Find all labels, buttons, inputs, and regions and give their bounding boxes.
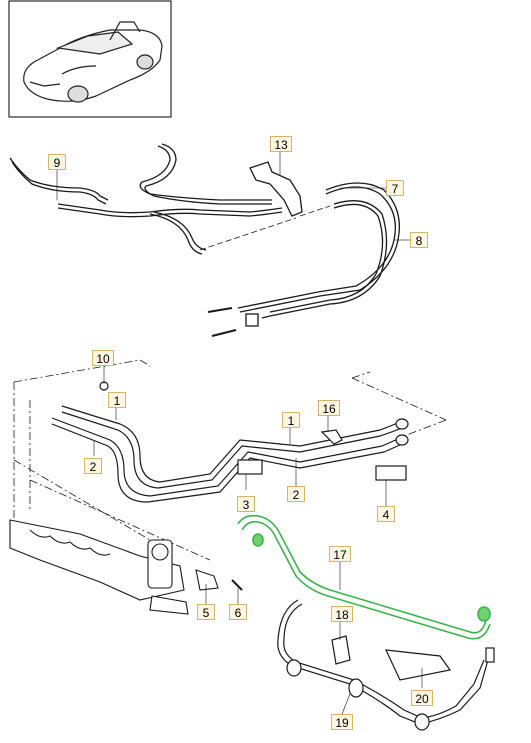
callout-part-6[interactable]: 6 [229, 604, 247, 620]
callout-part-1-right[interactable]: 1 [282, 412, 300, 428]
callout-part-19[interactable]: 19 [331, 714, 353, 730]
callout-part-1-left[interactable]: 1 [108, 392, 126, 408]
callout-part-16[interactable]: 16 [318, 400, 340, 416]
callout-part-7[interactable]: 7 [386, 180, 404, 196]
steering-rack [9, 519, 243, 615]
pressure-line-part-17 [237, 514, 491, 640]
middle-line-assembly [13, 359, 447, 561]
callout-part-20[interactable]: 20 [411, 690, 433, 706]
callout-part-18[interactable]: 18 [331, 606, 353, 622]
callout-part-10[interactable]: 10 [92, 350, 114, 366]
callout-part-17[interactable]: 17 [329, 546, 351, 562]
callout-part-2-right[interactable]: 2 [287, 486, 305, 502]
hose-part-8 [261, 200, 388, 319]
callout-part-13[interactable]: 13 [270, 136, 292, 152]
callout-part-3[interactable]: 3 [237, 496, 255, 512]
car-thumbnail [8, 0, 172, 118]
callout-part-5[interactable]: 5 [197, 604, 215, 620]
bracket-part-13 [249, 161, 303, 217]
lower-hose-assembly [277, 599, 495, 731]
callout-part-9[interactable]: 9 [48, 154, 66, 170]
hose-part-7 [239, 182, 401, 313]
callout-part-4[interactable]: 4 [377, 506, 395, 522]
hose-part-9 [9, 157, 109, 201]
callout-part-2-left[interactable]: 2 [84, 458, 102, 474]
car-convertible-icon [23, 21, 163, 103]
callout-part-8[interactable]: 8 [410, 232, 428, 248]
upper-hose-assembly [9, 143, 401, 337]
